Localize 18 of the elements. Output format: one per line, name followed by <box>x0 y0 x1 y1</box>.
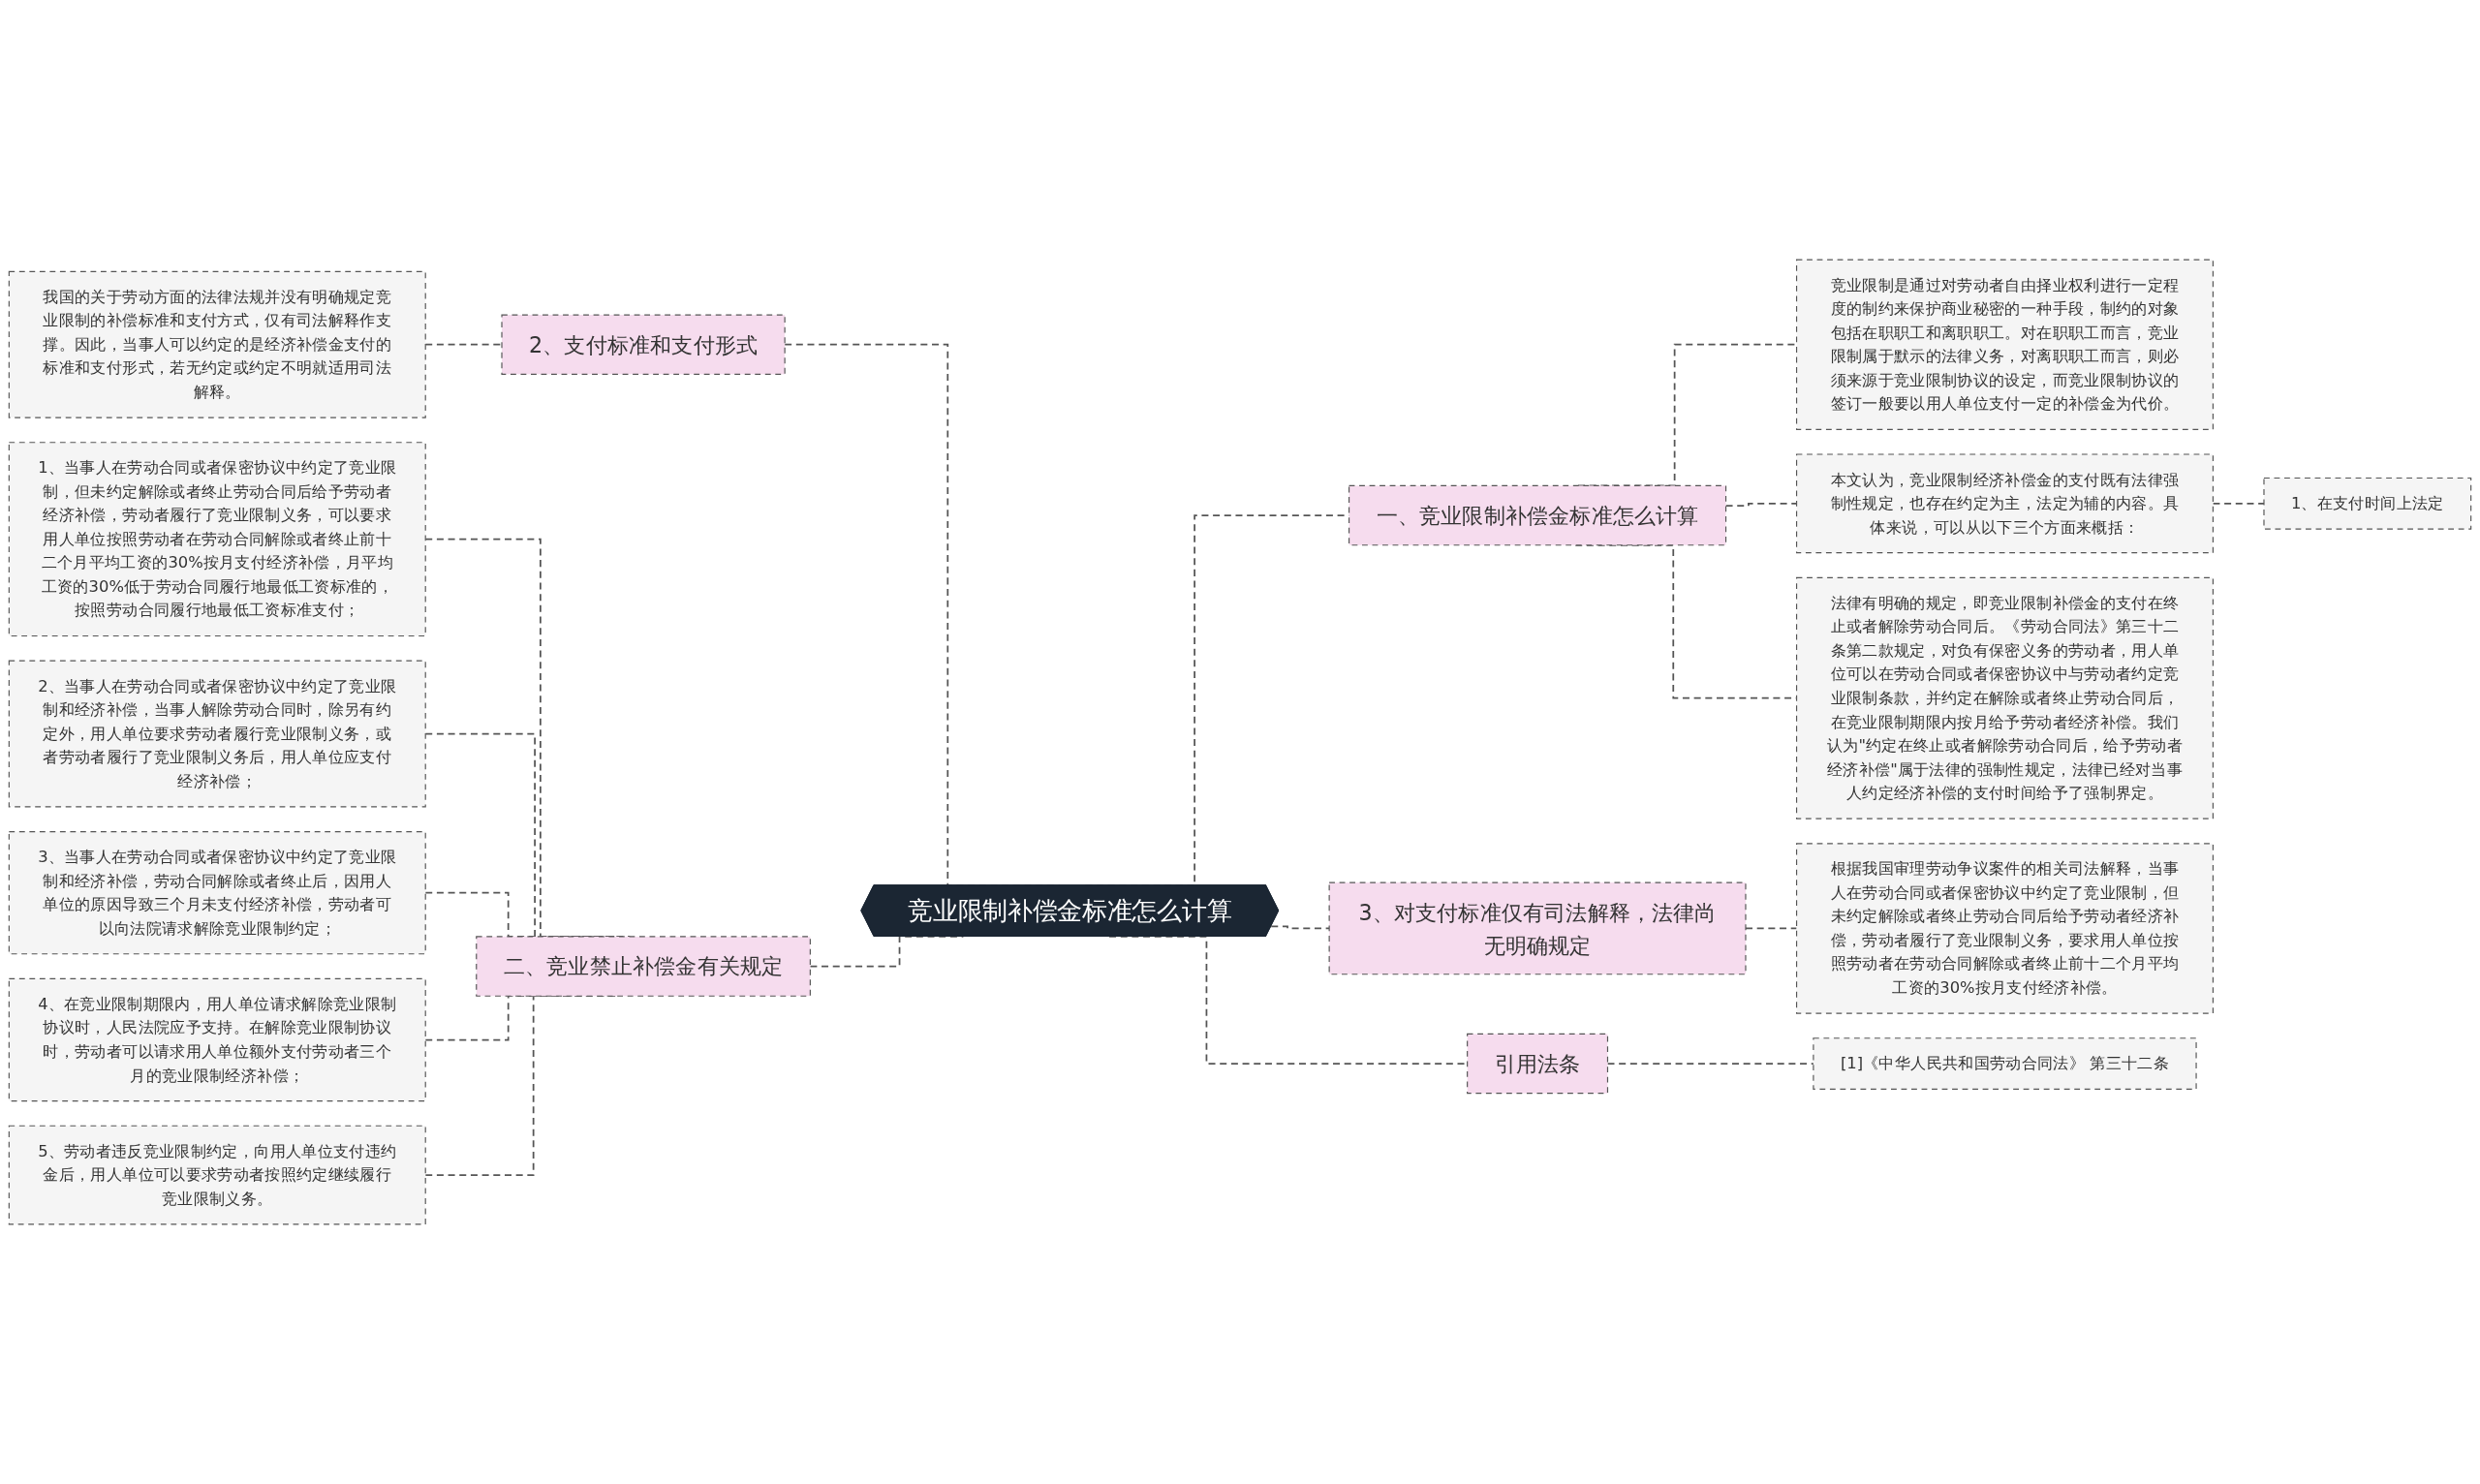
node-box: 1、在支付时间上法定 <box>2263 477 2472 530</box>
node-box: 本文认为，竞业限制经济补偿金的支付既有法律强制性规定，也存在约定为主，法定为辅的内容。具体来说，可以从以下三个方面来概括： <box>1795 453 2214 554</box>
node-box: [1]《中华人民共和国劳动合同法》 第三十二条 <box>1813 1037 2197 1090</box>
node-box: 法律有明确的规定，即竞业限制补偿金的支付在终止或者解除劳动合同后。《劳动合同法》第三十二条第二款规定，对负有保密义务的劳动者，用人单位可以在劳动合同或者保密协议中与劳动者约定竞业限制条款，并约定在解除或者终止劳动合同后，在竞业限制期限内按月给予劳动者经济补偿。我们认为"约定在终止或者解除劳动合同后，给予劳动者经济补偿"属于法律的强制性规定，法律已经对当事人约定经济补偿的支付时间给予了强制界定。 <box>1795 576 2214 819</box>
node-box: 5、劳动者违反竞业限制约定，向用人单位支付违约金后，用人单位可以要求劳动者按照约定继续履行竞业限制义务。 <box>8 1125 426 1225</box>
node-box: 竞业限制是通过对劳动者自由择业权利进行一定程度的制约来保护商业秘密的一种手段，制约的对象包括在职职工和离职职工。对在职职工而言，竞业限制属于默示的法律义务，对离职职工而言，则必须来源于竞业限制协议的设定，而竞业限制协议的签订一般要以用人单位支付一定的补偿金为代价。 <box>1795 259 2214 430</box>
node-box: 我国的关于劳动方面的法律法规并没有明确规定竞业限制的补偿标准和支付方式，仅有司法解释作支撑。因此，当事人可以约定的是经济补偿金支付的标准和支付形式，若无约定或约定不明就适用司法解释。 <box>8 270 426 418</box>
node-box: 2、支付标准和支付形式 <box>501 314 786 375</box>
node-box: 根据我国审理劳动争议案件的相关司法解释，当事人在劳动合同或者保密协议中约定了竞业限制，但未约定解除或者终止劳动合同后给予劳动者经济补偿，劳动者履行了竞业限制义务，要求用人单位按照劳动者在劳动合同解除或者终止前十二个月平均工资的30%按月支付经济补偿。 <box>1795 843 2214 1014</box>
node-box: 3、当事人在劳动合同或者保密协议中约定了竞业限制和经济补偿，劳动合同解除或者终止后，因用人单位的原因导致三个月未支付经济补偿，劳动者可以向法院请求解除竞业限制约定； <box>8 831 426 955</box>
node-box: 二、竞业禁止补偿金有关规定 <box>476 936 811 997</box>
node-box: 2、当事人在劳动合同或者保密协议中约定了竞业限制和经济补偿，当事人解除劳动合同时，除另有约定外，用人单位要求劳动者履行竞业限制义务，或者劳动者履行了竞业限制义务后，用人单位应支付经济补偿； <box>8 660 426 808</box>
node-box: 3、对支付标准仅有司法解释，法律尚无明确规定 <box>1328 881 1747 975</box>
node-box: 1、当事人在劳动合同或者保密协议中约定了竞业限制，但未约定解除或者终止劳动合同后给予劳动者经济补偿，劳动者履行了竞业限制义务，可以要求用人单位按照劳动者在劳动合同解除或者终止前十二个月平均工资的30%按月支付经济补偿，月平均工资的30%低于劳动合同履行地最低工资标准的，按照劳动合同履行地最低工资标准支付； <box>8 442 426 637</box>
node-box: 引用法条 <box>1467 1033 1609 1095</box>
node-box: 4、在竞业限制期限内，用人单位请求解除竞业限制协议时，人民法院应予支持。在解除竞业限制协议时，劳动者可以请求用人单位额外支付劳动者三个月的竞业限制经济补偿； <box>8 977 426 1102</box>
node-box: 一、竞业限制补偿金标准怎么计算 <box>1348 484 1727 546</box>
connector <box>1270 925 1330 930</box>
